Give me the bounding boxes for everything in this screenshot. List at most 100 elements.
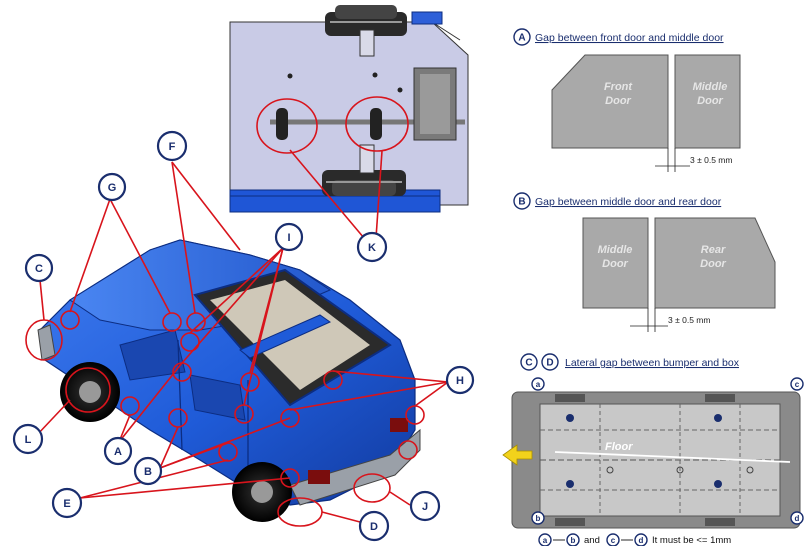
callout-g: G — [97, 172, 127, 202]
callouts: F G C I K H A B — [12, 130, 475, 542]
callout-e: E — [51, 487, 83, 519]
bottom-wheel — [322, 170, 406, 196]
panel-b-dimension: 3 ± 0.5 mm — [668, 315, 710, 325]
leader-line — [289, 149, 365, 239]
direction-arrow-icon — [502, 444, 533, 466]
mount-hole — [676, 466, 684, 474]
panel-c-marker — [520, 353, 538, 371]
leader-line — [243, 247, 284, 406]
leader-line — [159, 426, 179, 469]
clip — [705, 394, 735, 402]
front-door-label: Door — [605, 95, 631, 107]
panel-cd-heading: Lateral gap between bumper and box — [565, 357, 740, 369]
middle-door-label: Middle — [598, 244, 633, 256]
red-highlight-ring — [256, 98, 318, 154]
side-window-front — [119, 329, 186, 381]
floor-arrow-line — [554, 451, 791, 463]
panel-b: B Gap between middle door and rear door … — [513, 192, 776, 332]
axle-clip-right — [370, 108, 382, 140]
rear-door-label: Rear — [701, 244, 726, 256]
leader-line — [118, 362, 183, 443]
panel-cd: C D Lateral gap between bumper and box F… — [502, 353, 804, 546]
red-highlight-ring — [353, 473, 391, 503]
corner-b-marker — [531, 511, 545, 525]
hole — [287, 73, 293, 79]
leader-line — [69, 198, 111, 313]
callout-a: A — [103, 436, 133, 466]
bracket-top — [359, 29, 375, 57]
callout-c: C — [24, 253, 54, 283]
red-highlight-ring — [345, 96, 409, 152]
rear-bumper — [289, 428, 421, 506]
callout-h-label: H — [456, 375, 464, 387]
chassis-edge — [431, 21, 461, 41]
note-d-marker — [634, 533, 648, 546]
leader-line — [414, 381, 449, 407]
panel-d-marker — [541, 353, 559, 371]
panel-d-letter: D — [546, 358, 553, 369]
note-rule: It must be <= 1mm — [652, 535, 731, 546]
note-a-label: a — [543, 536, 548, 545]
bracket-bottom — [359, 144, 375, 174]
top-wheel — [325, 5, 443, 36]
callout-i: I — [274, 222, 304, 252]
middle-door-shape — [674, 54, 741, 149]
corner-a-marker — [531, 377, 545, 391]
callout-d-label: D — [370, 521, 378, 533]
leader-line — [39, 279, 45, 321]
callout-k-label: K — [368, 242, 376, 254]
hole — [397, 87, 403, 93]
red-highlight-ring — [186, 312, 206, 332]
leader-line — [289, 381, 449, 411]
leader-line — [389, 491, 411, 506]
leader-line — [181, 247, 284, 364]
callout-i-label: I — [287, 232, 290, 244]
mount-hole — [606, 466, 614, 474]
leader-line — [171, 161, 241, 251]
panel-b-letter: B — [518, 197, 525, 208]
callout-b-label: B — [144, 466, 152, 478]
front-wheel-hub — [79, 381, 101, 403]
callout-h: H — [445, 365, 475, 395]
corner-c-marker — [790, 377, 804, 391]
panel-b-heading: Gap between middle door and rear door — [535, 196, 722, 208]
front-door-label: Front — [604, 81, 633, 93]
panel-a-heading: Gap between front door and middle door — [535, 32, 724, 44]
red-highlight-ring — [280, 408, 300, 428]
leader-line — [332, 370, 449, 383]
leader-line — [189, 247, 284, 334]
callout-d: D — [358, 510, 390, 542]
callout-k: K — [356, 231, 388, 263]
roof-crossbar — [239, 314, 332, 359]
note-b-marker — [566, 533, 580, 546]
clip — [555, 394, 585, 402]
corner-d-marker — [790, 511, 804, 525]
mount-point — [566, 414, 574, 422]
hole — [372, 72, 378, 78]
leader-line — [375, 150, 383, 239]
callout-f-label: F — [169, 141, 176, 153]
note-a-marker — [538, 533, 552, 546]
callout-b: B — [133, 456, 163, 486]
panel-a-letter: A — [518, 33, 525, 44]
mount-hole — [746, 466, 754, 474]
panel-c-letter: C — [525, 358, 532, 369]
corner-a-label: a — [536, 380, 541, 389]
red-highlight-ring — [162, 312, 182, 332]
callout-e-label: E — [63, 498, 70, 510]
callout-c-label: C — [35, 263, 43, 275]
red-highlight-ring — [398, 440, 418, 460]
rear-block-inner — [420, 74, 450, 134]
tail-light — [390, 418, 408, 432]
middle-door-shape — [582, 217, 649, 309]
middle-door-label: Door — [602, 258, 628, 270]
leader-line — [159, 417, 291, 469]
callout-l-label: L — [25, 434, 32, 446]
panel-a-dimension: 3 ± 0.5 mm — [690, 155, 732, 165]
red-highlight-ring — [65, 367, 111, 413]
side-window-middle — [189, 374, 246, 421]
rear-door-shape — [654, 217, 776, 309]
clip — [705, 518, 735, 526]
callout-f: F — [156, 130, 188, 162]
tail-light — [308, 470, 330, 484]
